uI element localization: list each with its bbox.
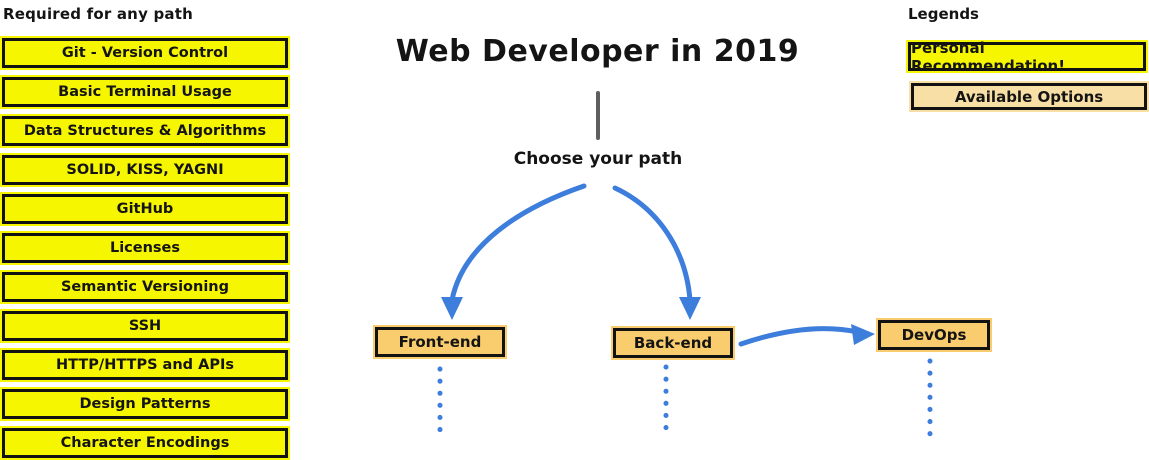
required-item: SOLID, KISS, YAGNI bbox=[2, 155, 288, 185]
legend-available-options: Available Options bbox=[911, 83, 1147, 110]
arrow-to-frontend bbox=[449, 183, 587, 303]
page-title-text: Web Developer in 2019 bbox=[395, 34, 800, 69]
arrow-to-frontend-head bbox=[441, 297, 463, 320]
required-item: Design Patterns bbox=[2, 389, 288, 419]
required-item: Data Structures & Algorithms bbox=[2, 116, 288, 146]
required-item: Git - Version Control bbox=[2, 38, 288, 68]
required-heading: Required for any path bbox=[3, 5, 193, 23]
required-item: Basic Terminal Usage bbox=[2, 77, 288, 107]
choose-path-label: Choose your path bbox=[513, 149, 683, 169]
path-box-backend: Back-end bbox=[613, 328, 733, 358]
required-item: SSH bbox=[2, 311, 288, 341]
page-title: Web Developer in 2019 bbox=[0, 34, 1149, 69]
path-box-frontend: Front-end bbox=[375, 327, 505, 357]
required-item: Licenses bbox=[2, 233, 288, 263]
required-item: Semantic Versioning bbox=[2, 272, 288, 302]
arrow-to-backend bbox=[612, 185, 693, 303]
arrow-backend-to-devops-head bbox=[851, 324, 875, 345]
legend-heading: Legends bbox=[908, 5, 979, 23]
required-item: GitHub bbox=[2, 194, 288, 224]
legend-personal-recommendation: Personal Recommendation! bbox=[908, 39, 1146, 75]
arrow-backend-to-devops bbox=[738, 326, 861, 347]
required-item: HTTP/HTTPS and APIs bbox=[2, 350, 288, 380]
required-item: Character Encodings bbox=[2, 428, 288, 458]
arrow-to-backend-head bbox=[679, 297, 701, 320]
path-box-devops: DevOps bbox=[878, 320, 990, 350]
